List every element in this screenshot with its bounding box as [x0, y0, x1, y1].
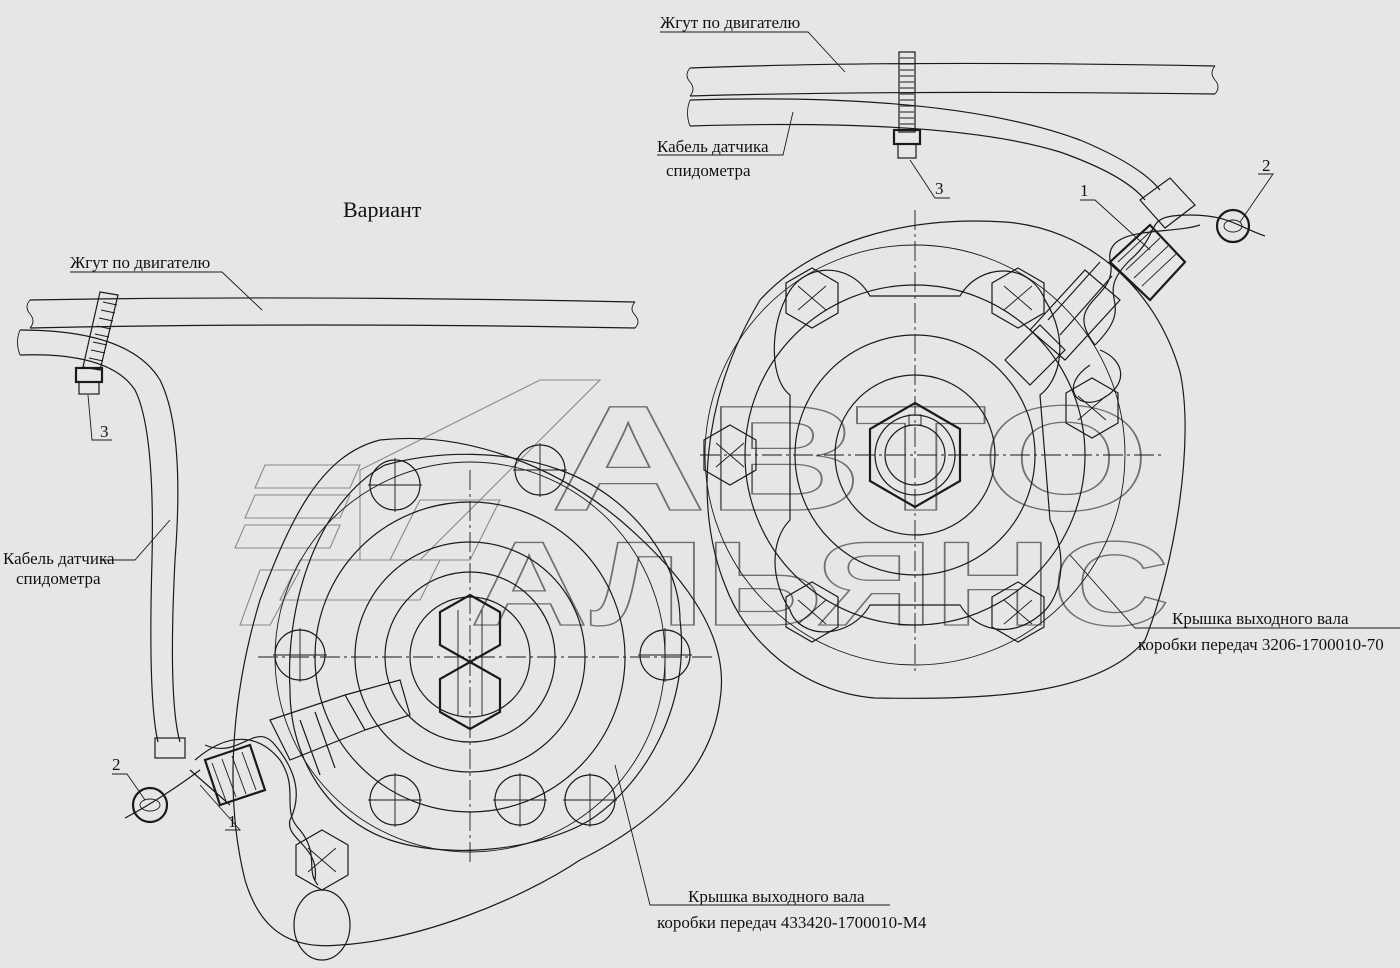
- bottom-output-shaft-cover: [232, 437, 723, 961]
- top-clamp-number: 3: [935, 179, 944, 198]
- bottom-connector-number: 1: [228, 812, 237, 831]
- top-harness-clamp-icon: [892, 51, 922, 159]
- bottom-cable-label-line1: Кабель датчика: [3, 549, 115, 568]
- bottom-harness-label: Жгут по двигателю: [70, 253, 211, 272]
- top-cable-label-line2: спидометра: [666, 161, 751, 180]
- bottom-engine-harness: [26, 297, 639, 329]
- top-seal-icon: [1215, 208, 1251, 244]
- labels: Вариант Жгут по двигателю Кабель датчика…: [3, 13, 1384, 932]
- top-cable-label-line1: Кабель датчика: [657, 137, 769, 156]
- top-cover-label-line2: коробки передач 3206-1700010-70: [1138, 635, 1384, 654]
- top-assembly: [657, 31, 1400, 699]
- top-seal-number: 2: [1262, 156, 1271, 175]
- watermark-line2: АЛЬЯНС: [470, 517, 1170, 651]
- watermark-emblem-icon: [234, 379, 602, 626]
- watermark-line1: АВТО: [550, 374, 1150, 542]
- bottom-harness-clamp-icon: [74, 291, 119, 395]
- bottom-seal-number: 2: [112, 755, 121, 774]
- watermark-logo: АВТО АЛЬЯНС: [234, 373, 1171, 652]
- top-speedometer-cable: [687, 98, 1161, 201]
- top-cover-bolts: [703, 267, 1119, 643]
- bottom-cover-label-line2: коробки передач 433420-1700010-М4: [657, 913, 927, 932]
- bottom-speed-sensor: [269, 679, 411, 776]
- top-harness-label: Жгут по двигателю: [660, 13, 801, 32]
- top-engine-harness: [686, 62, 1219, 97]
- bottom-locking-bolt: [293, 829, 351, 961]
- top-output-shaft-cover: [700, 210, 1186, 699]
- top-cover-label-line1: Крышка выходного вала: [1172, 609, 1349, 628]
- bottom-cover-label-line1: Крышка выходного вала: [688, 887, 865, 906]
- variant-title: Вариант: [343, 197, 422, 222]
- bottom-clamp-number: 3: [100, 422, 109, 441]
- bottom-cable-label-line2: спидометра: [16, 569, 101, 588]
- top-connector-number: 1: [1080, 181, 1089, 200]
- bottom-assembly: [17, 271, 890, 961]
- bottom-speedometer-cable: [17, 329, 181, 743]
- bottom-cover-bolts: [273, 443, 692, 827]
- bottom-seal-icon: [131, 786, 169, 824]
- top-connector: [1072, 177, 1266, 403]
- top-speed-sensor: [1004, 261, 1121, 386]
